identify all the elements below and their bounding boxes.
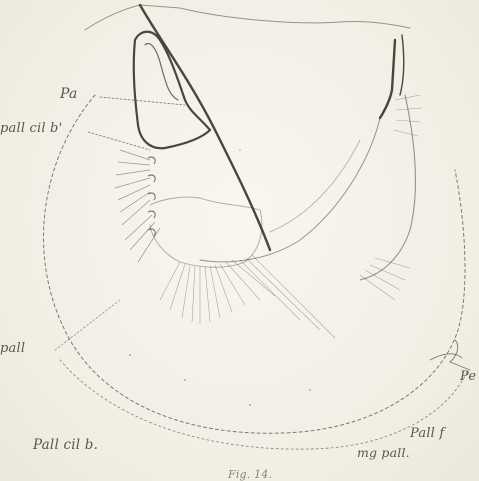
body-top-edge xyxy=(85,5,410,30)
edge-right-notch xyxy=(450,340,470,370)
label-pe: Pe xyxy=(460,369,476,384)
foot-inner-line xyxy=(145,44,178,100)
label-pall-cil-b: Pall cil b. xyxy=(33,437,98,453)
leader-pe xyxy=(430,354,462,360)
leader-pall-left xyxy=(55,300,120,350)
cilia-left xyxy=(115,150,160,262)
label-mg-pall: mg pall. xyxy=(357,445,410,460)
right-column xyxy=(380,40,395,118)
right-lobe xyxy=(360,95,415,280)
gill-curve-inner xyxy=(270,140,360,232)
right-column-inner xyxy=(400,35,404,95)
label-pa: Pa xyxy=(60,86,78,102)
mantle-outline xyxy=(44,95,465,433)
leader-pa xyxy=(100,97,185,105)
specks xyxy=(129,149,311,406)
diagonal-line xyxy=(140,5,270,250)
central-body xyxy=(150,197,262,267)
cilia-bulbs xyxy=(148,157,155,236)
label-pall-f: Pall f xyxy=(410,426,444,441)
gill-curve xyxy=(200,118,380,262)
label-pall: pall xyxy=(0,341,25,356)
label-pall-cil-b-prime: pall cil b' xyxy=(0,121,62,136)
mantle-margin-line xyxy=(60,360,468,449)
foot-lobe xyxy=(134,32,210,149)
figure-caption: Fig. 14. xyxy=(228,468,272,481)
cilia-radiating xyxy=(160,95,422,338)
